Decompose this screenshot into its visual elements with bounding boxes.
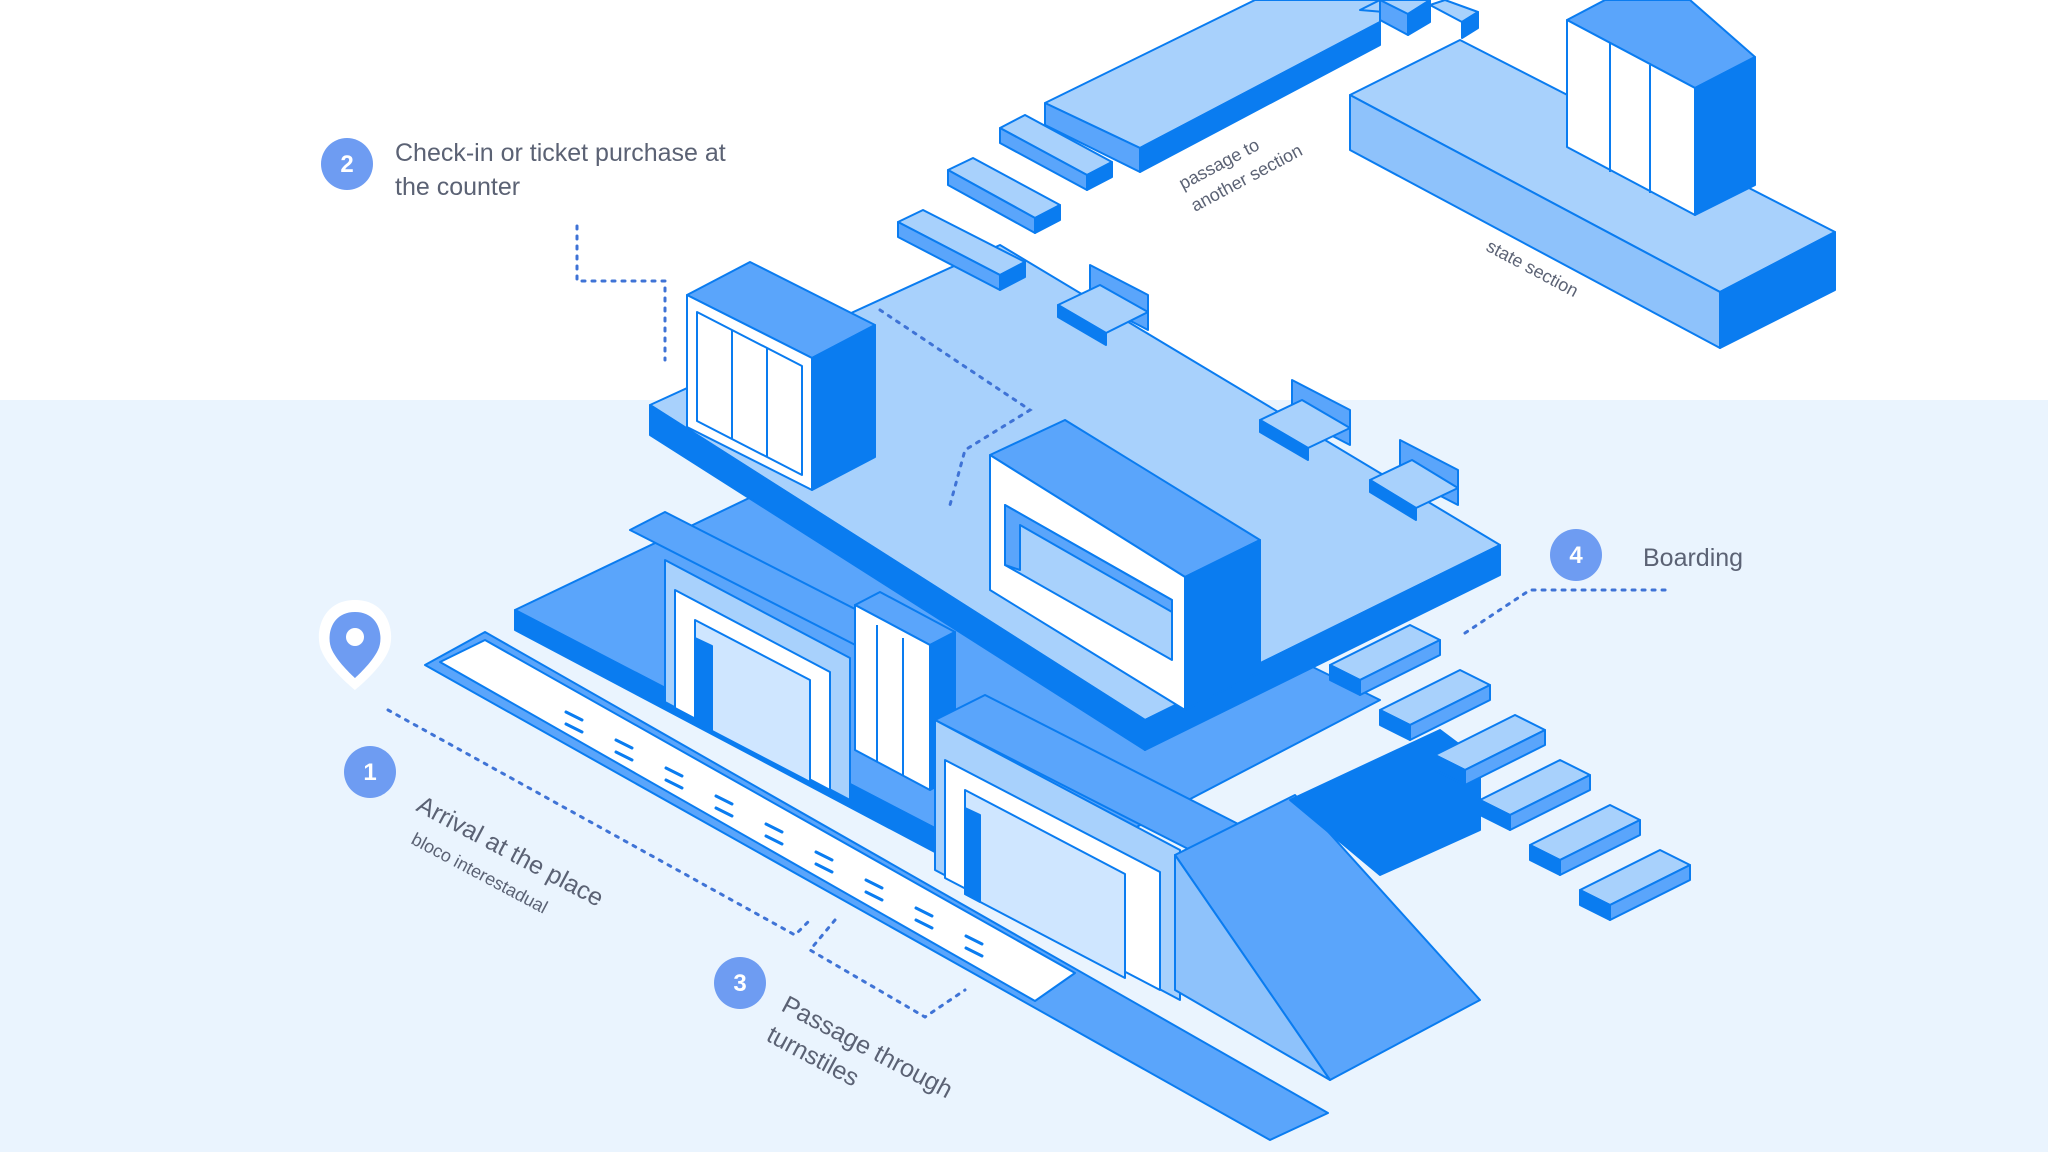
sidewalk-dashes [564,710,984,958]
svg-text:4: 4 [1569,542,1583,569]
boarding-step [1579,849,1691,921]
state-kiosk-side [1694,56,1756,216]
step-4-title: Boarding [1643,544,1743,572]
garage-shadow-right [964,807,981,903]
window-pane-shadow [1004,504,1173,613]
step-badge-3: 3 [714,957,766,1009]
garage-shadow-left [694,637,713,731]
boarding-step [1529,804,1641,876]
bench [1369,439,1459,521]
state-section-side [1719,231,1836,349]
leader-line-checkin [575,224,667,362]
bench [1057,264,1149,346]
leader-lines [386,224,1672,1019]
boarding-step [1379,669,1491,741]
boarding-step [1329,624,1441,696]
step-2-title-line1: Check-in or ticket purchase at [395,139,726,167]
counter-kiosk-side [811,324,876,491]
step [897,209,1026,291]
svg-text:1: 1 [363,759,376,786]
sidewalk-strip [439,639,1076,1002]
step-badge-2: 2 [321,138,373,190]
window-block-side [1184,539,1261,711]
location-pin-icon [318,600,392,690]
upper-deck-side-right [1144,544,1501,751]
leader-line-turnstiles [807,918,967,1019]
step-badge-4: 4 [1550,529,1602,581]
ramp-front [1174,854,1331,1081]
step [1359,0,1431,36]
svg-text:3: 3 [733,970,746,997]
bench [1259,379,1351,461]
svg-text:2: 2 [340,151,353,178]
leader-line-internal [878,308,1033,507]
leader-line-arrival [386,708,812,937]
step [1429,0,1479,39]
step [999,114,1113,191]
passage-bridge-side-right [1139,21,1381,173]
leader-line-boarding [1463,588,1672,635]
boarding-step [1479,759,1591,831]
step [947,157,1061,234]
boarding-step [1434,714,1546,786]
step-2-title-line2: the counter [395,173,520,201]
step-badge-1: 1 [344,746,396,798]
upper-deck-underside [1289,729,1481,876]
